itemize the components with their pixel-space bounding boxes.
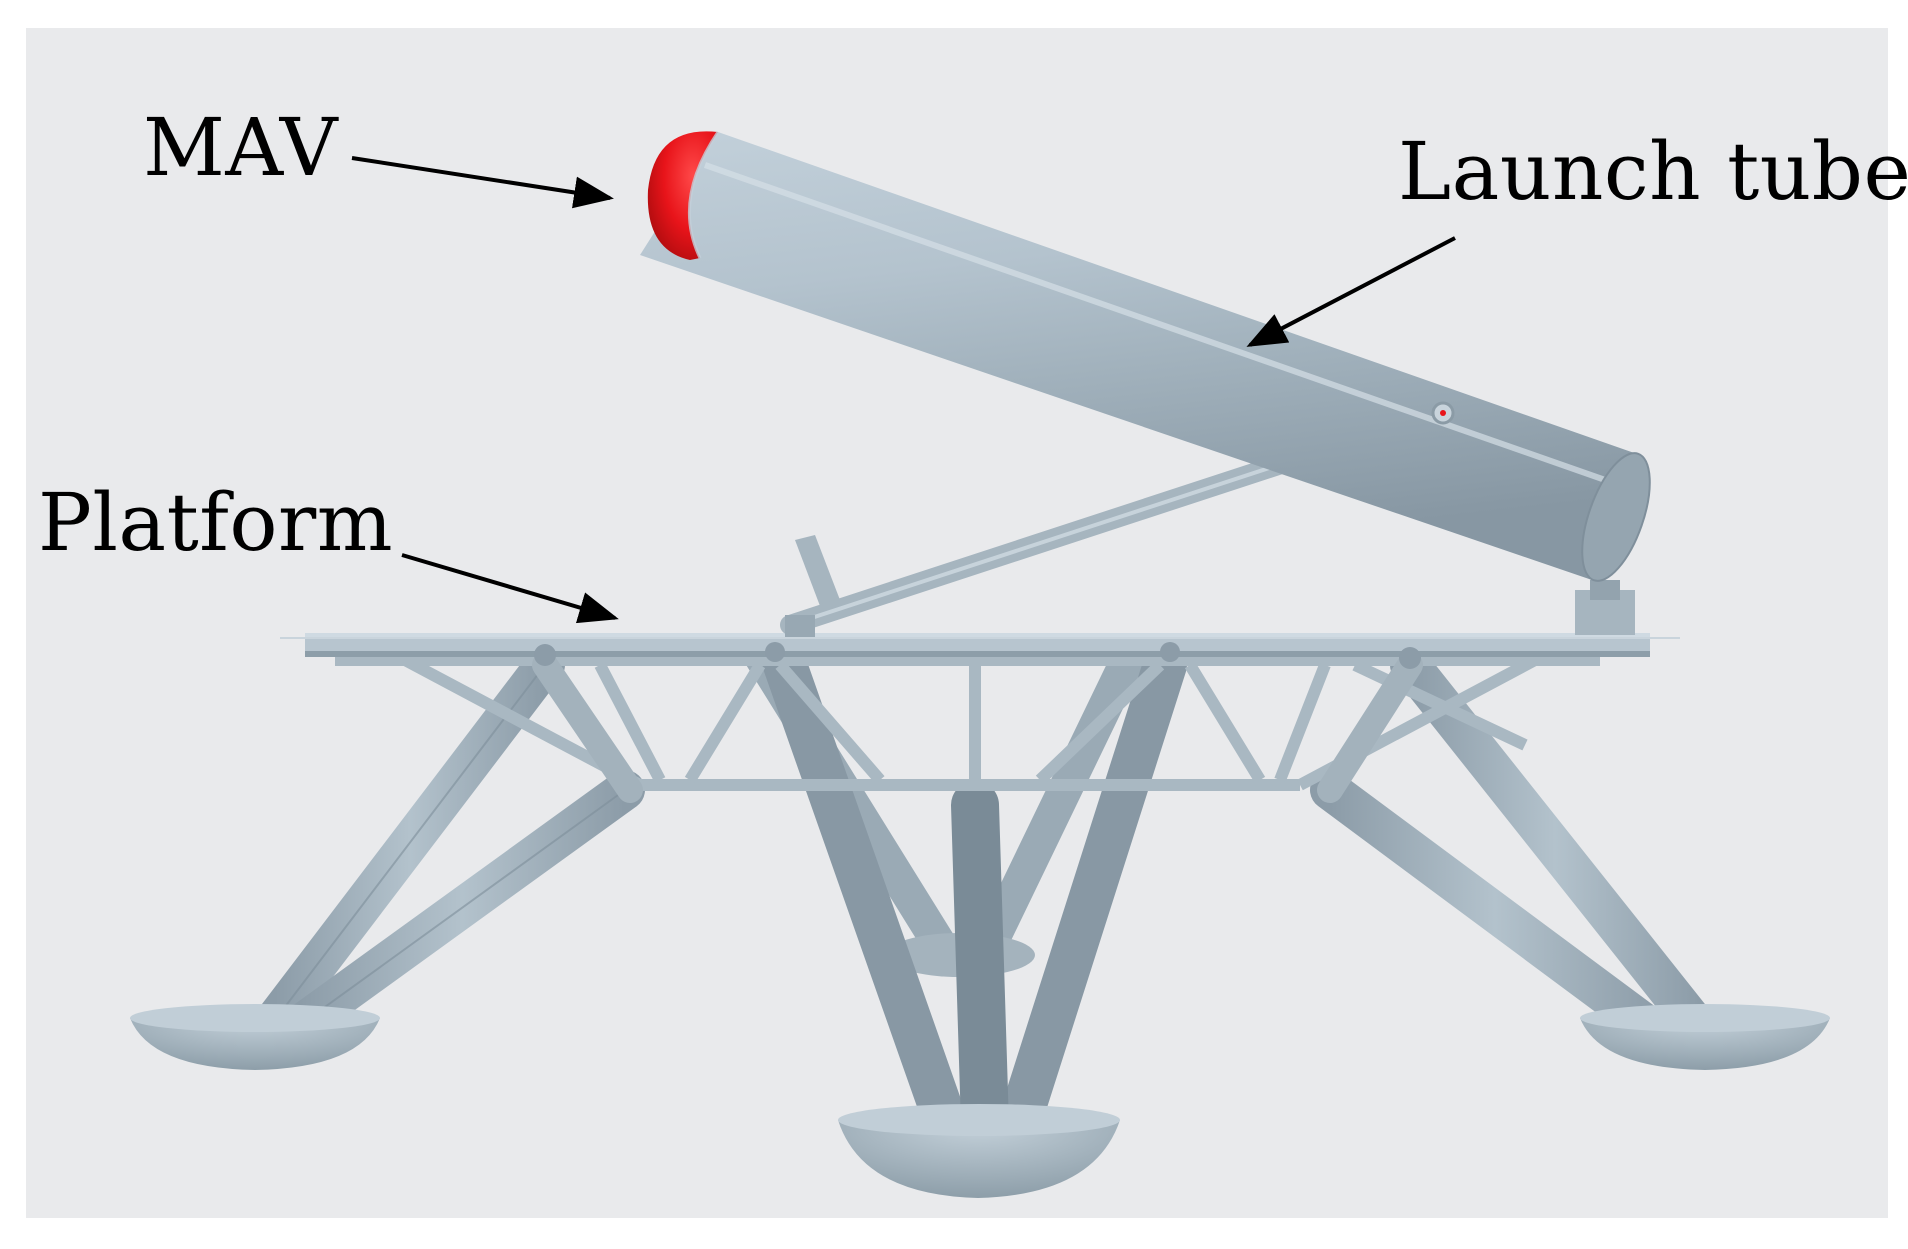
platform-arrow bbox=[401, 553, 619, 624]
annotation-arrows bbox=[351, 156, 1456, 624]
launch-tube bbox=[640, 132, 1651, 582]
platform-label: Platform bbox=[38, 476, 394, 569]
platform-deck bbox=[280, 633, 1680, 669]
right-legs bbox=[1310, 645, 1720, 1055]
left-legs bbox=[255, 645, 645, 1045]
foot-pads bbox=[130, 1004, 1830, 1198]
upper-leg-struts bbox=[532, 652, 1423, 803]
launch-tube-arrow bbox=[1246, 236, 1456, 347]
mav-nose-seam bbox=[688, 131, 720, 259]
mav-label: MAV bbox=[143, 101, 338, 194]
mav-arrow bbox=[351, 156, 614, 209]
launch-tube-label: Launch tube bbox=[1398, 125, 1908, 218]
center-legs bbox=[763, 643, 1187, 1149]
mav-nose bbox=[647, 131, 718, 260]
